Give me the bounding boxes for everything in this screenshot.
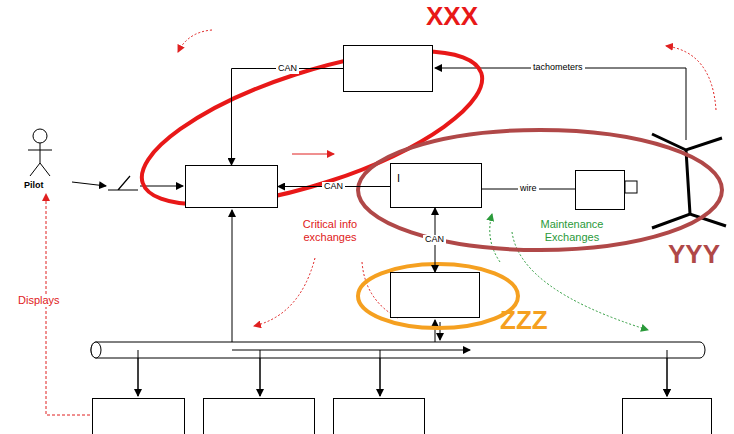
processor-box (343, 45, 433, 92)
control-stick (108, 176, 138, 190)
bus-drop (138, 350, 139, 396)
note-label: Maintenance Exchanges (522, 218, 622, 243)
note-label: Displays (16, 294, 62, 307)
bus-link (435, 320, 436, 342)
flow-arrow (178, 30, 212, 52)
connector (232, 69, 344, 166)
maintenance-arrow (490, 214, 500, 262)
system-box (203, 398, 315, 434)
pilot-leg (40, 163, 50, 176)
flight-computer-box (185, 165, 278, 208)
controller-box: I (390, 163, 482, 208)
system-box (333, 398, 425, 434)
bus-drop (260, 350, 261, 396)
maintenance-box (390, 272, 480, 318)
rotor-symbol (652, 134, 726, 228)
rotor-shaft (686, 150, 690, 214)
note-label: Critical info exchanges (282, 218, 378, 243)
edge-label: CAN (276, 64, 299, 74)
flow-arrow (292, 154, 334, 155)
motor-nub (625, 181, 637, 193)
bus-drop (667, 350, 668, 396)
edge-label: CAN (423, 235, 446, 245)
system-box (622, 398, 712, 434)
yyy-ellipse (358, 130, 722, 250)
bus-end (91, 342, 101, 358)
group-label: XXX (426, 2, 478, 32)
box-text: I (391, 164, 481, 192)
pilot-body (40, 143, 41, 163)
pilot-arms (28, 150, 52, 151)
display-box (92, 398, 185, 434)
pilot-input (72, 182, 106, 186)
bus-drop (138, 358, 667, 396)
group-label: YYY (668, 240, 720, 270)
motor-box (575, 170, 625, 210)
bus (91, 342, 705, 358)
actor-label: Pilot (24, 180, 44, 190)
zzz-ellipse (358, 264, 518, 328)
flow-arrow (666, 46, 716, 110)
pilot-figure (28, 129, 52, 176)
xxx-ellipse (125, 20, 498, 237)
signal-label: tachometers (531, 62, 585, 72)
flow-arrow (254, 258, 315, 326)
bus-link (232, 210, 233, 342)
group-label: ZZZ (500, 306, 548, 336)
bus-flow (232, 350, 470, 351)
bus-drop (380, 350, 381, 396)
bus-cylinder (91, 342, 705, 358)
bus-link (440, 322, 441, 340)
edge-label: wire (518, 184, 539, 194)
edge-label: CAN (322, 182, 345, 192)
pilot-leg (30, 163, 40, 176)
pilot-head (33, 129, 47, 143)
